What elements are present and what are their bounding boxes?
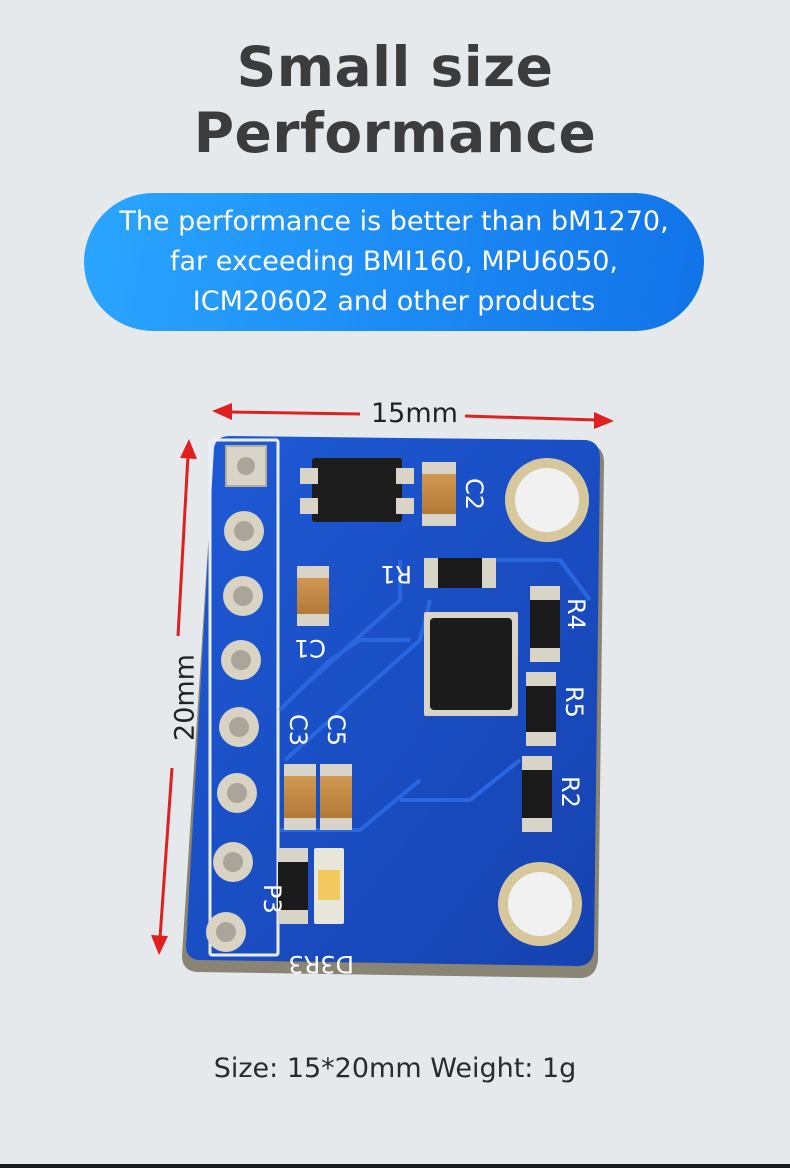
led-d3 bbox=[314, 848, 344, 924]
width-arrow bbox=[212, 403, 614, 429]
voltage-regulator bbox=[300, 458, 414, 522]
label-r1: R1 bbox=[380, 560, 412, 588]
label-r2: R2 bbox=[556, 776, 584, 808]
capacitor-c1 bbox=[297, 566, 329, 626]
height-dimension-label: 20mm bbox=[169, 654, 201, 741]
label-c2: C2 bbox=[460, 478, 488, 510]
capacitor-c2 bbox=[422, 462, 456, 526]
headline-line-2: Performance bbox=[193, 101, 597, 165]
banner-line-2: far exceeding BMI160, MPU6050, bbox=[169, 246, 619, 277]
resistor-r2 bbox=[522, 756, 552, 832]
label-p3: P3 bbox=[258, 884, 286, 914]
resistor-r5 bbox=[526, 672, 556, 746]
performance-banner: The performance is better than bM1270, f… bbox=[84, 193, 704, 331]
label-r4: R4 bbox=[562, 598, 590, 630]
width-dimension-label: 15mm bbox=[371, 398, 458, 429]
label-c1: C1 bbox=[294, 634, 326, 662]
headline: Small size Performance bbox=[0, 34, 790, 166]
resistor-r1 bbox=[424, 558, 496, 588]
capacitor-c3 bbox=[284, 764, 316, 830]
height-arrow bbox=[151, 439, 197, 955]
label-d3r3: D3R3 bbox=[288, 950, 354, 978]
imu-chip bbox=[424, 612, 518, 716]
resistor-r4 bbox=[530, 586, 560, 662]
label-r5: R5 bbox=[560, 686, 588, 718]
label-c5: C5 bbox=[322, 714, 350, 746]
header-outline bbox=[208, 438, 280, 957]
size-weight-caption: Size: 15*20mm Weight: 1g bbox=[213, 1053, 577, 1084]
mounting-hole-bottom bbox=[498, 862, 582, 946]
label-c3: C3 bbox=[284, 714, 312, 746]
mounting-hole-top bbox=[505, 458, 589, 542]
header-pads bbox=[206, 445, 267, 952]
banner-line-3: ICM20602 and other products bbox=[192, 286, 596, 317]
banner-line-1: The performance is better than bM1270, bbox=[119, 206, 669, 237]
silkscreen-labels: C2 C1 R1 R4 R5 R2 C3 C5 P3 D3R3 bbox=[258, 478, 590, 978]
resistor-r3 bbox=[278, 848, 308, 924]
bottom-divider bbox=[0, 1164, 790, 1168]
headline-line-1: Small size bbox=[236, 35, 554, 99]
capacitor-c5 bbox=[320, 764, 352, 830]
pcb-board bbox=[186, 436, 600, 966]
